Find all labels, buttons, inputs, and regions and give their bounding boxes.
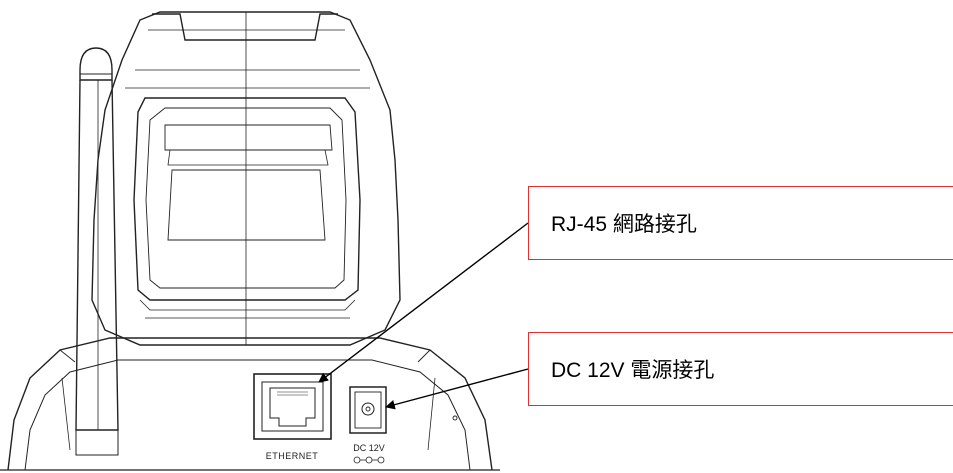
rj45-arrow [318,222,529,383]
dc-jack-callout-label: DC 12V 電源接孔 [551,359,715,382]
dc-jack-callout: DC 12V 電源接孔 [528,332,953,406]
ethernet-port-label: ETHERNET [266,451,319,461]
rj45-port-callout: RJ-45 網路接孔 [528,186,953,260]
camera-body [0,11,500,471]
dc-jack-label: DC 12V [353,443,385,453]
rj45-port-callout-label: RJ-45 網路接孔 [551,213,697,236]
dc-jack-arrow [385,368,529,410]
